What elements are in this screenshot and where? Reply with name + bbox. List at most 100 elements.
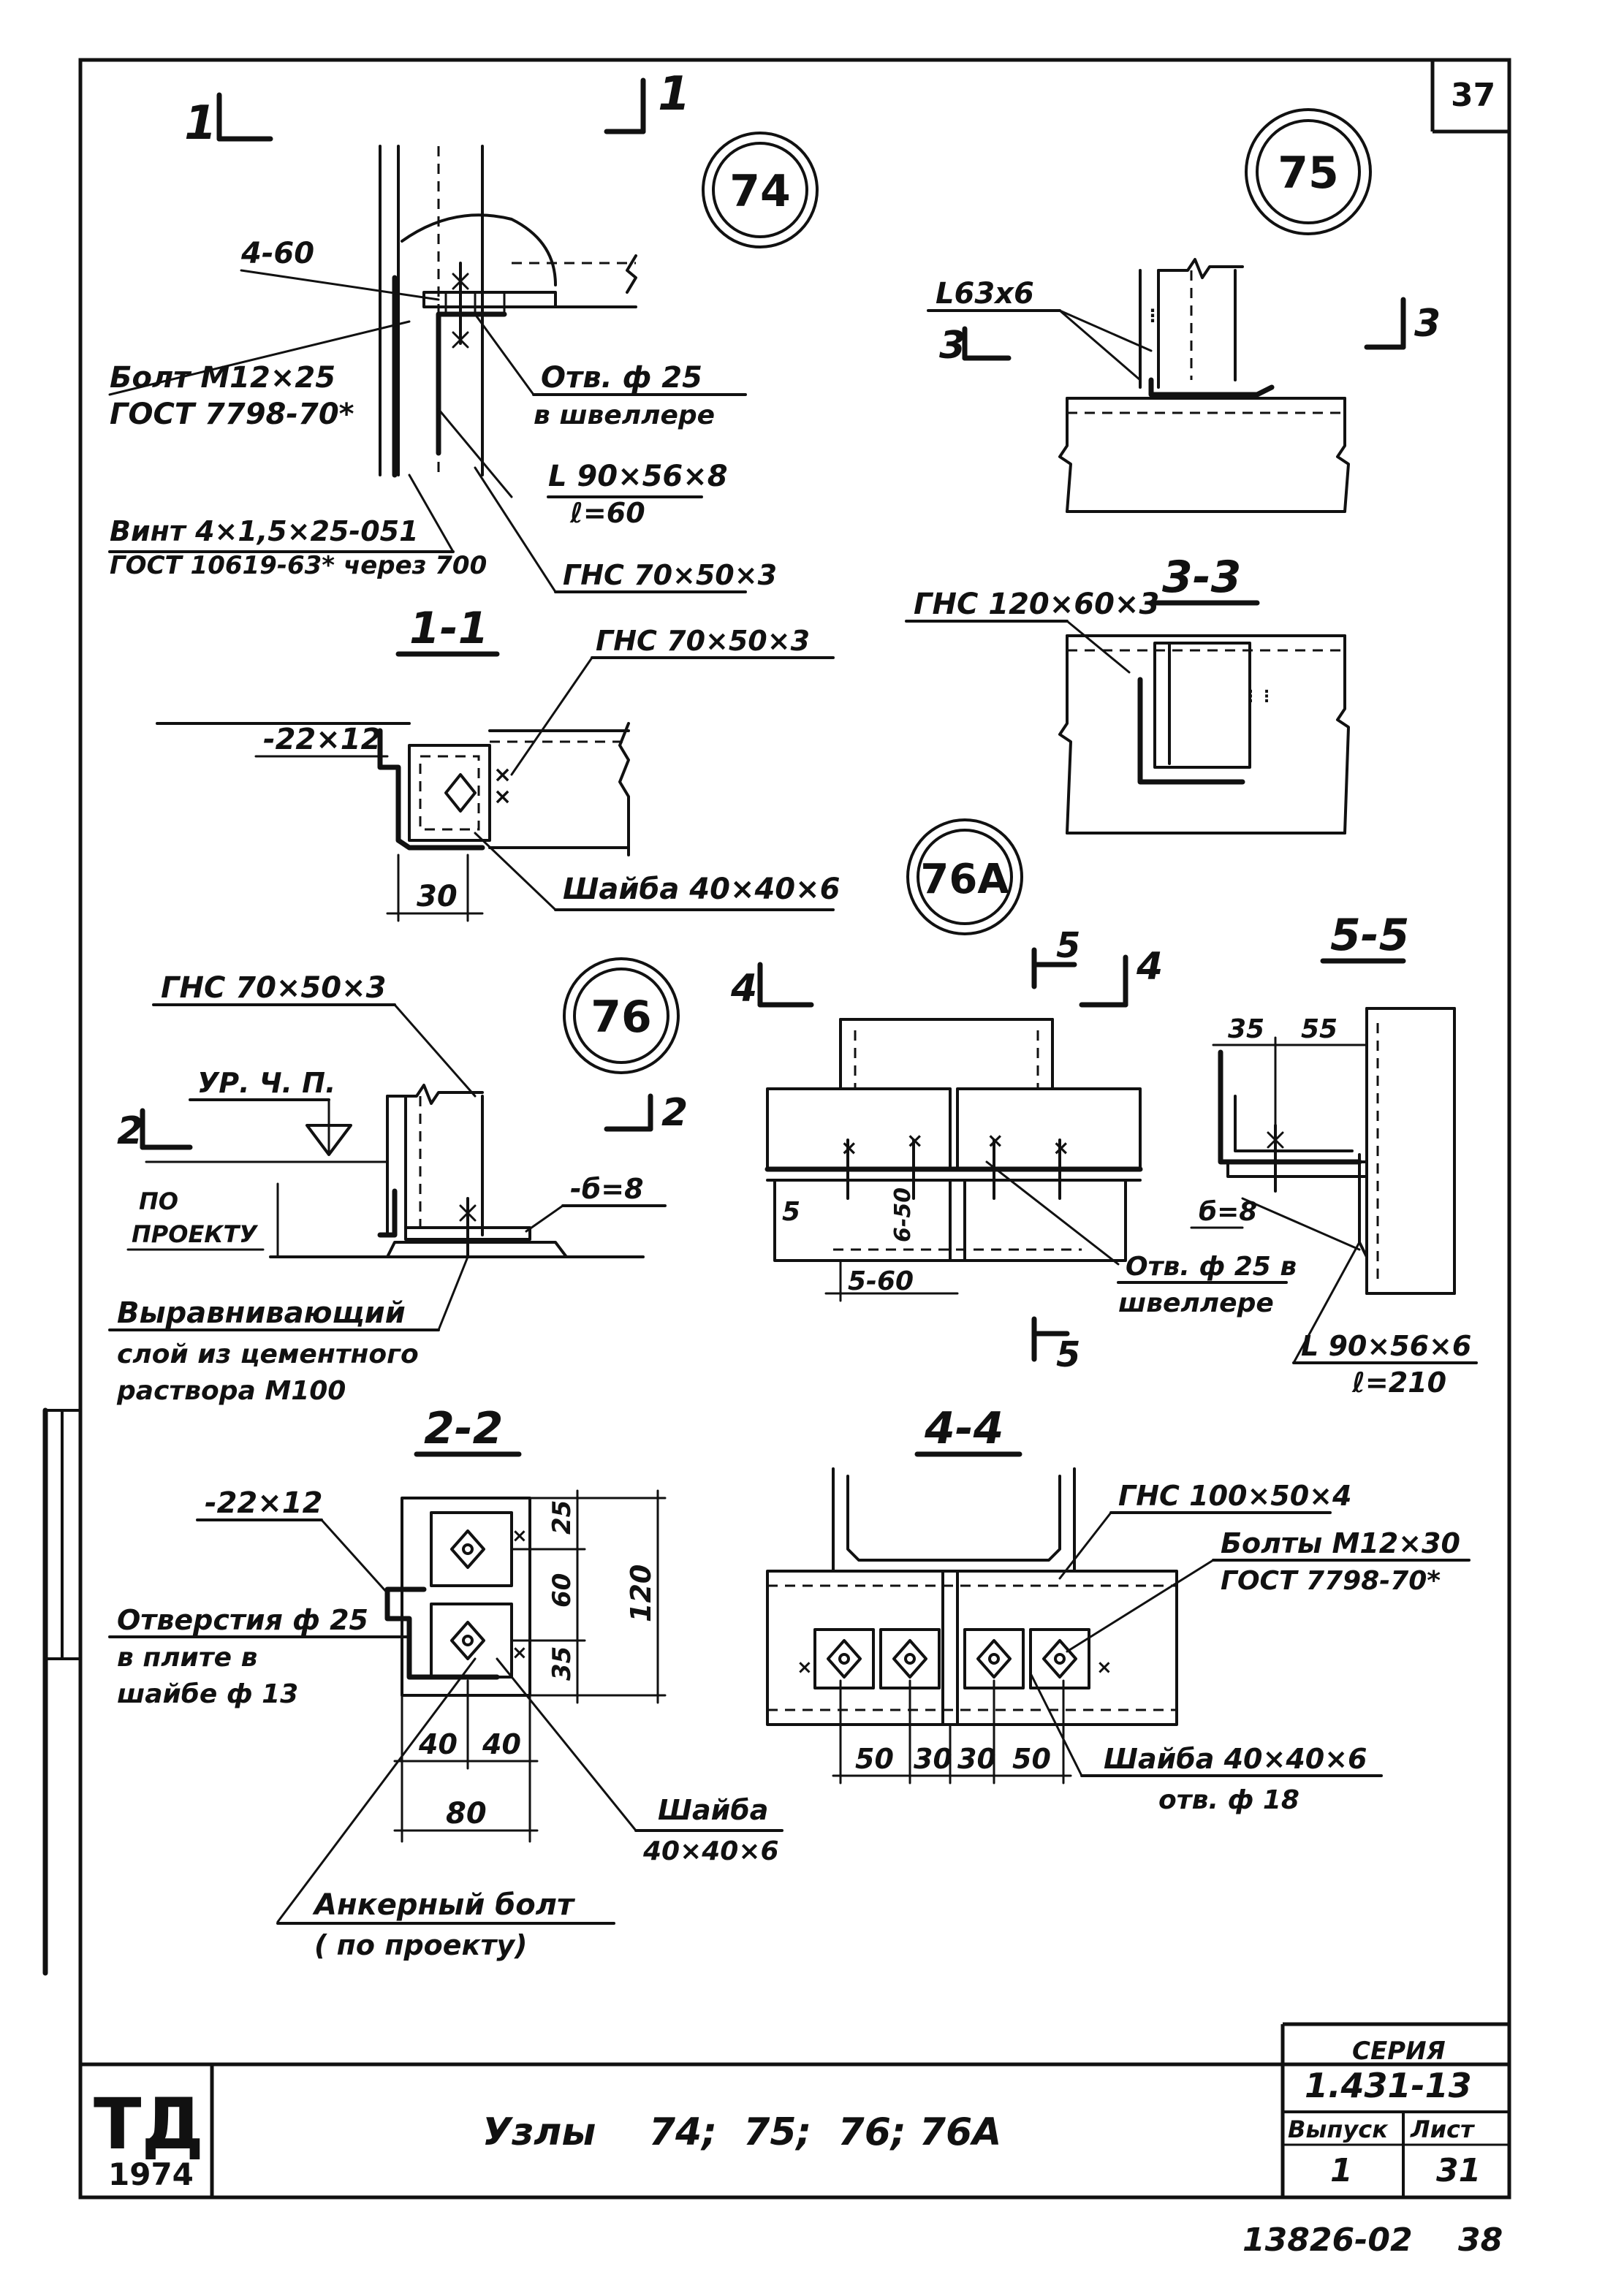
node-76a-bolt-mark-1: × [841, 1136, 857, 1160]
bolt-label-line2: ГОСТ 7798-70* [110, 398, 354, 431]
cut-1-right-label: 1 [658, 67, 691, 121]
section-4-4-washer-line2: отв. ф 18 [1158, 1785, 1299, 1815]
section-2-2-base-plate [401, 1497, 531, 1697]
section-4-4-ghs-outer [832, 1467, 1076, 1573]
node-74-angle [436, 311, 507, 456]
bottom-page: 38 [1458, 2221, 1503, 2259]
node-76a-hole-line1: Отв. ф 25 в [1126, 1252, 1297, 1282]
section-4-4-washer-leader [1029, 1672, 1083, 1777]
section-4-4-frame [766, 1570, 1178, 1726]
section-4-4-hole-3 [988, 1653, 1000, 1665]
section-3-3-tube [1153, 642, 1251, 769]
sheet-title: Узлы 74; 75; 76; 76А [482, 2110, 1001, 2154]
section-3-3-ghs-leader [1066, 620, 1131, 674]
node-76-ghs-label: ГНС 70×50×3 [161, 971, 386, 1005]
section-2-2-title: 2-2 [424, 1403, 503, 1454]
section-2-2-dim-60: 60 [547, 1573, 577, 1608]
section-4-4-washer-4 [1029, 1628, 1090, 1689]
section-1-1-channel [377, 728, 485, 851]
node-76-badge-outer [563, 957, 680, 1074]
node-76a-badge-inner [917, 829, 1013, 925]
section-4-4-washer-line1: Шайба 40×40×6 [1104, 1743, 1367, 1775]
section-2-2-dim-35: 35 [547, 1646, 577, 1681]
section-5-5-angle [1218, 1049, 1362, 1165]
section-4-4-hole-2 [904, 1653, 916, 1665]
node-74-badge-inner [712, 142, 808, 238]
section-1-1-washer-label: Шайба 40×40×6 [563, 873, 840, 906]
section-4-4-dim-50b: 50 [1012, 1743, 1051, 1775]
node-75-column-break [1157, 258, 1244, 279]
org-logo: ТД [94, 2083, 204, 2165]
node-76-level-label: УР. Ч. П. [197, 1067, 335, 1099]
section-3-3-title: 3-3 [1162, 552, 1241, 603]
section-1-1-bolt-head [444, 773, 477, 813]
cut-4-right-label: 4 [1136, 945, 1163, 989]
angle-label-line2: ℓ=60 [569, 497, 645, 529]
leader-bolt [108, 320, 411, 396]
layer-line1: Выравнивающий [117, 1296, 406, 1330]
node-76-level-triangle [306, 1124, 352, 1156]
section-2-2-washer-line2: 40×40×6 [642, 1836, 779, 1866]
node-76a-bolt-mark-3: × [987, 1128, 1003, 1152]
section-1-1-washer-leader [474, 832, 557, 911]
section-2-2-hole-bottom [462, 1635, 474, 1646]
node-76-base-plate [404, 1226, 531, 1241]
screw-label-line1: Винт 4×1,5×25-051 [110, 515, 419, 547]
section-5-5-plate-label: б=8 [1199, 1197, 1257, 1227]
title-block: СЕРИЯ 1.431-13 Выпуск Лист 1 31 Узлы 74;… [80, 2022, 1511, 2199]
section-4-4-title: 4-4 [924, 1403, 1003, 1454]
section-4-4-washer-3 [963, 1628, 1025, 1689]
section-4-4-bolt-1 [827, 1639, 862, 1679]
series-label: СЕРИЯ [1352, 2037, 1446, 2066]
node-76a-dim-5-60: 5-60 [848, 1266, 914, 1296]
series-value: 1.431-13 [1305, 2066, 1472, 2105]
section-3-3-break-left [1058, 634, 1072, 835]
node-76a-bolt-mark-4: × [1052, 1136, 1069, 1160]
section-5-5-angle-inner [1234, 1095, 1354, 1152]
section-4-4-ghs-leader [1058, 1511, 1112, 1580]
section-2-2: 2-2 × × 25 60 35 120 40 40 80 -22×12 [108, 1403, 783, 1961]
section-2-2-washer-leader [496, 1657, 637, 1832]
section-2-2-weld-1: × [512, 1525, 528, 1547]
section-4-4-weld-1: × [797, 1657, 813, 1679]
node-76a-hole-leader [985, 1160, 1120, 1266]
leader-angle [437, 408, 513, 498]
section-1-1-break [618, 722, 630, 856]
section-2-2-plate-leader [320, 1518, 389, 1594]
cut-5-top-label: 5 [1056, 925, 1080, 966]
section-1-1-ghs-leader [510, 656, 593, 776]
section-4-4-weld-2: × [1096, 1657, 1112, 1679]
layer-line3: раствора М100 [116, 1376, 346, 1406]
cut-2-left-label: 2 [117, 1109, 143, 1153]
node-76a-hole-line2: швеллере [1118, 1288, 1274, 1318]
section-4-4-washer-2 [879, 1628, 941, 1689]
section-2-2-dim-120: 120 [625, 1565, 657, 1622]
section-2-2-channel [384, 1586, 500, 1680]
section-5-5-angle-line2: ℓ=210 [1351, 1366, 1446, 1399]
node-76a: 4 4 5 5 × × × × [730, 925, 1297, 1375]
section-5-5-bolt-mark [1267, 1131, 1284, 1149]
node-76a-badge-outer [906, 818, 1023, 935]
section-4-4-ghs-inner [846, 1475, 1061, 1562]
section-4-4: 4-4 × × 50 30 30 50 [766, 1403, 1471, 1815]
node-76-column-break [386, 1084, 484, 1105]
section-1-1-weld-2: × [493, 784, 512, 810]
section-3-3: 3-3 ГНС 120×60×3 ⋮⋮ [905, 552, 1350, 835]
node-75-badge-inner [1256, 119, 1361, 224]
node-75-beam-break-left [1058, 397, 1072, 513]
layer-line2: слой из цементного [117, 1339, 419, 1369]
node-76-grout [386, 1241, 568, 1258]
layer-leader [437, 1255, 469, 1331]
section-5-5-angle-leader [1292, 1241, 1361, 1364]
hole-label-line1: Отв. ф 25 [541, 361, 702, 395]
section-4-4-bolts-leader [1066, 1559, 1215, 1653]
issue-value: 1 [1330, 2152, 1353, 2189]
node-74-bolt-nut [452, 331, 469, 349]
section-4-4-dim-30b: 30 [957, 1743, 996, 1775]
node-76-plate-leader [525, 1204, 564, 1233]
section-4-4-bolt-4 [1042, 1639, 1077, 1679]
node-76a-channel-right [956, 1087, 1142, 1171]
section-4-4-bolts-line1: Болты М12×30 [1221, 1527, 1460, 1559]
cut-3-right-label: 3 [1414, 302, 1441, 346]
